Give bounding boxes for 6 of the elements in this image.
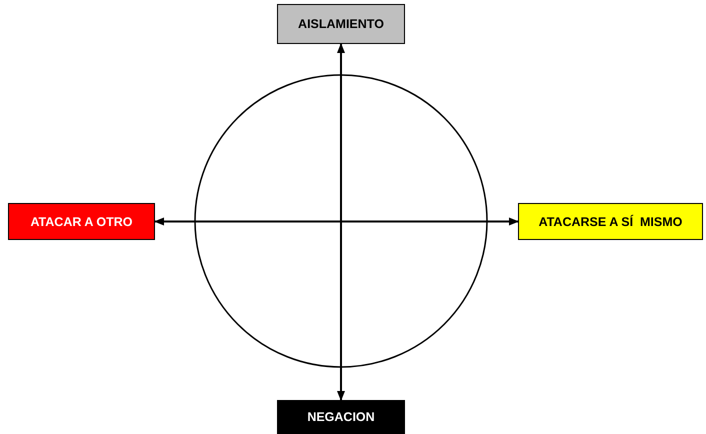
category-box: NEGACION	[277, 400, 405, 434]
category-box: ATACAR A OTRO	[8, 203, 155, 240]
category-box: ATACARSE A SÍ MISMO	[518, 203, 703, 240]
arrow	[337, 43, 345, 401]
arrow	[154, 218, 519, 226]
category-box: AISLAMIENTO	[277, 4, 405, 44]
